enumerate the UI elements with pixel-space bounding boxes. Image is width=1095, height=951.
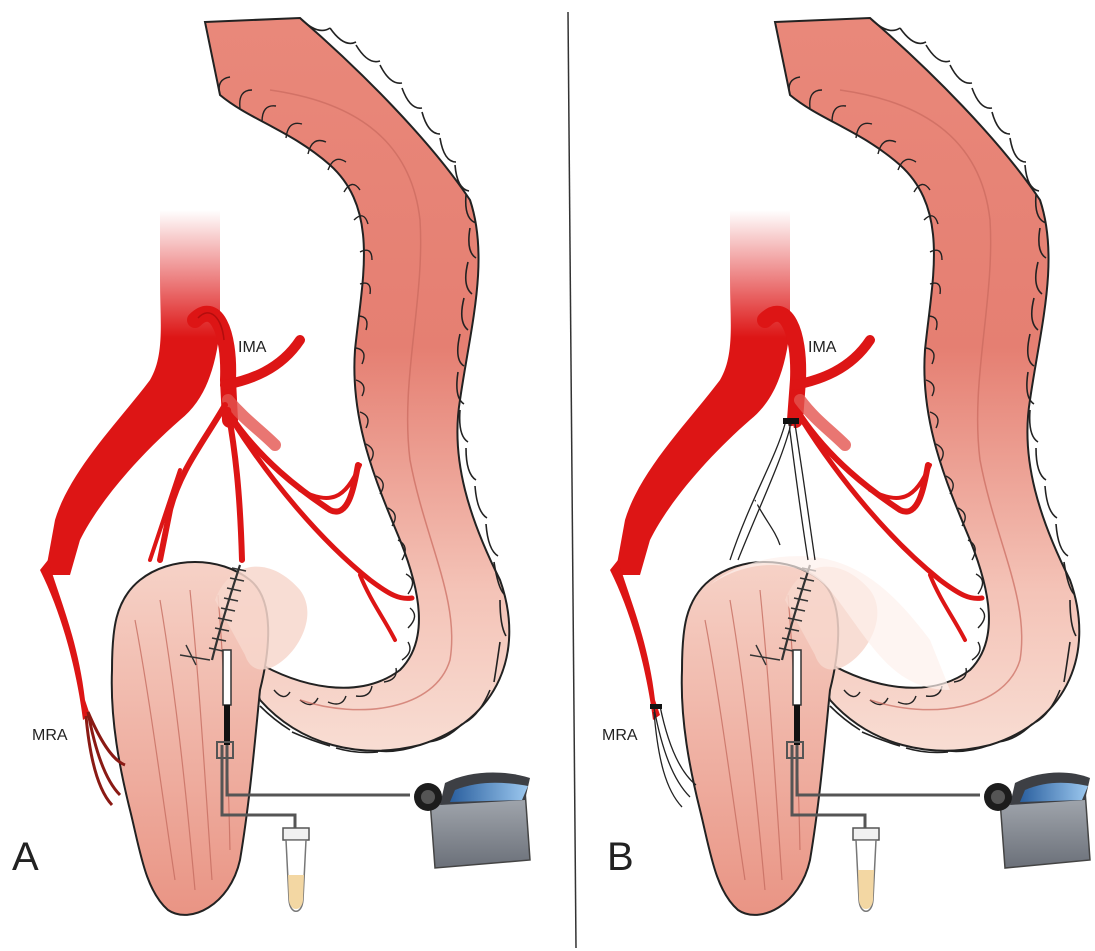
panel-label-a: A (12, 835, 39, 879)
collection-tube-a (283, 828, 309, 911)
mra-label-b: MRA (602, 727, 638, 744)
panel-b (610, 18, 1090, 915)
panel-a (40, 18, 530, 915)
suction-pump-a (414, 773, 530, 868)
collection-tube-b (853, 828, 879, 911)
panel-label-b: B (607, 835, 634, 879)
ima-label-a: IMA (238, 339, 267, 356)
panel-divider (568, 12, 576, 948)
mra-label-a: MRA (32, 727, 68, 744)
ima-label-b: IMA (808, 339, 837, 356)
ligation-clip (783, 418, 799, 424)
suction-pump-b (984, 773, 1090, 868)
